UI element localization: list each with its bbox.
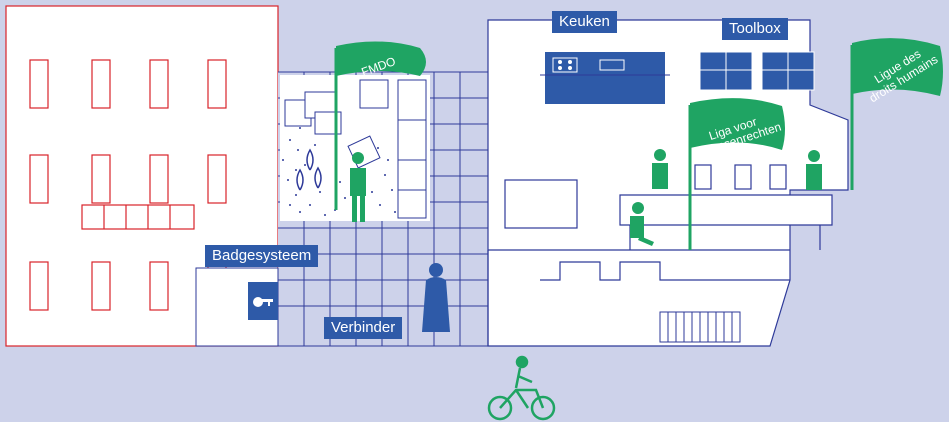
person-icon [806, 150, 822, 190]
label-toolbox: Toolbox [722, 18, 788, 40]
cabinet-icon [699, 51, 815, 91]
label-badgesysteem: Badgesysteem [205, 245, 319, 267]
person-icon [422, 263, 450, 332]
cyclist-icon [487, 355, 556, 421]
person-icon [350, 152, 366, 222]
person-icon [630, 202, 654, 246]
person-icon [652, 149, 668, 189]
key-icon [253, 297, 273, 307]
badge-door [195, 267, 279, 347]
flag-ligue: Ligue des droits humains [850, 38, 943, 190]
flag-liga: Liga voor mensenrechten [688, 98, 785, 250]
garden-area [280, 75, 430, 221]
building [5, 5, 279, 347]
label-keuken: Keuken [552, 11, 617, 33]
radiator [659, 311, 741, 343]
kitchen-counter-icon [540, 52, 670, 104]
meeting-table [619, 164, 833, 250]
label-verbinder: Verbinder [324, 317, 403, 339]
